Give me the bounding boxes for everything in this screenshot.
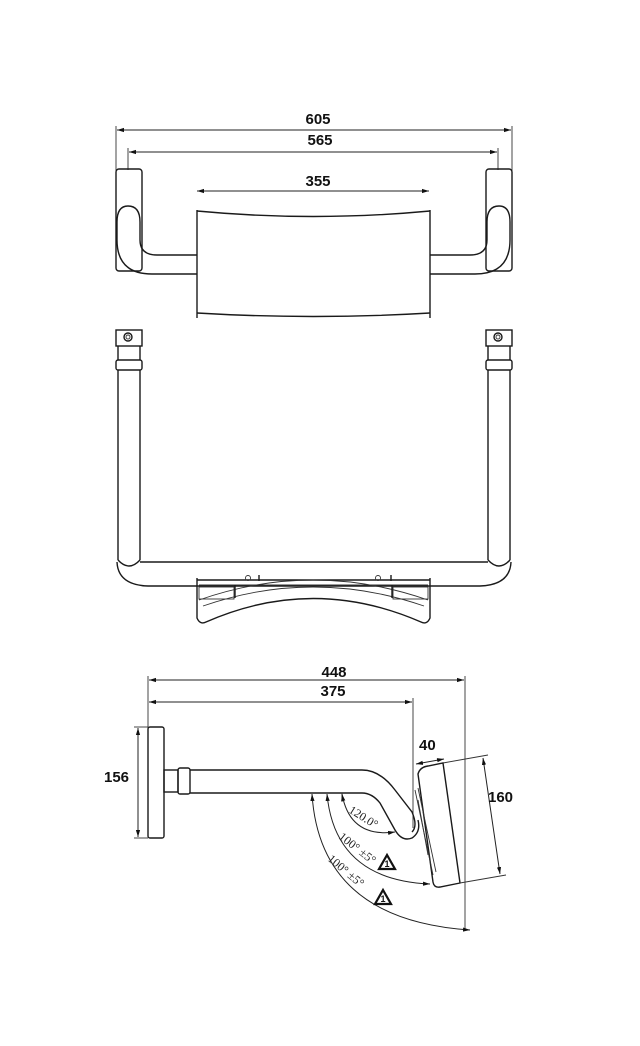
seat-top-view <box>196 210 431 318</box>
dim-label-375: 375 <box>320 683 345 700</box>
left-wall-bracket <box>115 168 143 272</box>
angle-label-120: 120.0° <box>346 803 381 832</box>
right-wall-bracket <box>485 168 513 272</box>
dim-label-565: 565 <box>307 132 332 149</box>
dim-label-448: 448 <box>321 664 346 681</box>
dimension-seat-width: 355 <box>197 173 429 194</box>
svg-text:1: 1 <box>384 859 389 869</box>
left-tube-inner <box>116 205 197 256</box>
wall-plate <box>147 726 165 839</box>
right-tube-inner <box>430 205 511 256</box>
dimension-overall-width: 605 <box>115 111 513 172</box>
warning-icon: 1 <box>373 887 393 906</box>
svg-text:1: 1 <box>380 894 385 904</box>
seat-side-view <box>414 762 461 888</box>
right-tube-outer <box>430 222 511 275</box>
dim-label-605: 605 <box>305 111 330 128</box>
right-post <box>485 329 513 567</box>
dimension-seat-thickness: 40 <box>415 737 445 765</box>
dimension-seat-height: 160 <box>442 754 513 884</box>
angle-arc-120: 120.0° <box>341 793 396 836</box>
crossbar <box>116 561 512 587</box>
dim-label-40: 40 <box>419 737 436 754</box>
dim-label-160: 160 <box>488 789 513 806</box>
dimension-overall-depth: 448 <box>147 664 466 930</box>
support-arm <box>163 767 420 840</box>
left-tube-outer <box>116 222 197 275</box>
dim-label-156: 156 <box>104 769 129 786</box>
dimension-inner-width: 565 <box>127 132 499 170</box>
dim-label-355: 355 <box>305 173 330 190</box>
dimension-wall-plate-height: 156 <box>104 726 148 839</box>
side-view: 448 375 156 <box>104 664 513 932</box>
front-view <box>115 329 513 624</box>
dimension-arm-depth: 375 <box>149 683 414 828</box>
top-view: 605 565 355 <box>115 111 513 318</box>
warning-icon: 1 <box>377 852 397 871</box>
left-post <box>115 329 143 567</box>
seat-front-view <box>196 575 431 624</box>
